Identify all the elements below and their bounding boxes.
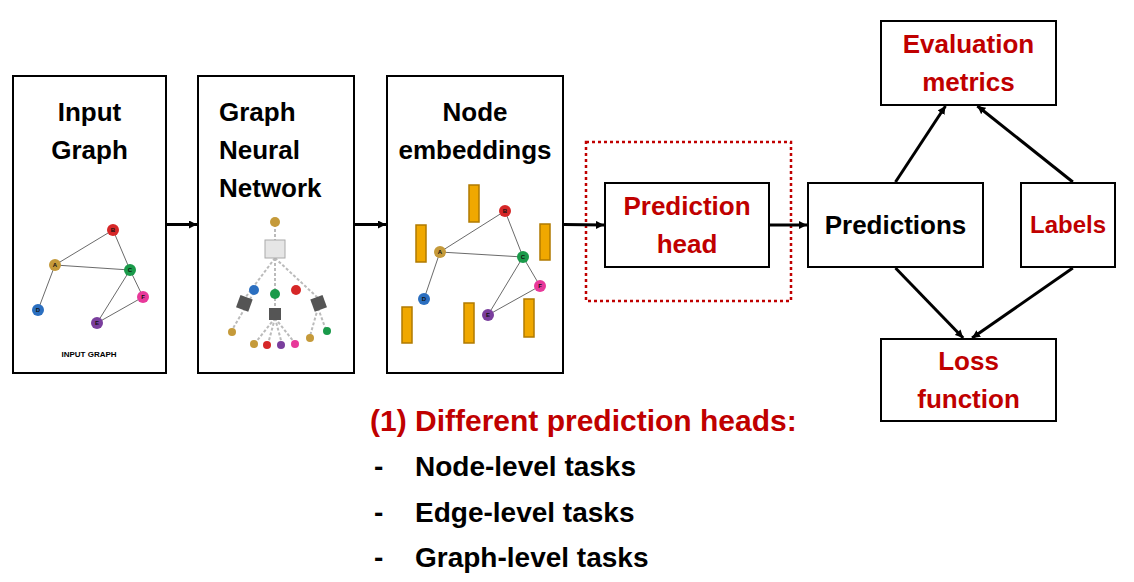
embedding-graph-edges [424, 211, 540, 315]
process-box: Node embeddings [386, 75, 564, 374]
bullet-item: Edge-level tasks [415, 496, 634, 530]
graph-node-letter: D [418, 293, 430, 305]
graph-node-letter: D [32, 304, 44, 316]
arrow-connector [564, 223, 604, 227]
box-label: Evaluation metrics [890, 25, 1047, 101]
bullet-dash: - [374, 450, 383, 484]
bullet-item: Node-level tasks [415, 450, 636, 484]
box-label: Predictions [817, 206, 974, 244]
box-label: Input Graph [22, 93, 157, 169]
arrow-connector [896, 268, 964, 338]
input-graph-nodes [32, 224, 149, 329]
gnn-tree-nodes [228, 217, 331, 349]
process-box: Prediction head [604, 182, 770, 268]
embedding-vectors [402, 185, 550, 343]
process-box: Input Graph [12, 75, 167, 374]
gnn-tree-edges [232, 224, 326, 344]
process-box: Evaluation metrics [880, 20, 1057, 106]
graph-node-letter: B [107, 224, 119, 236]
process-box: Labels [1020, 182, 1116, 268]
box-label: Labels [1030, 206, 1106, 244]
arrow-connector [167, 223, 197, 226]
graph-node-letter: C [517, 251, 529, 263]
box-label: Node embeddings [396, 93, 554, 169]
bullet-dash: - [374, 496, 383, 530]
graph-node-letter: E [91, 317, 103, 329]
bullet-item: Graph-level tasks [415, 541, 648, 575]
arrow-connector [896, 106, 946, 182]
arrow-connector [977, 106, 1072, 182]
graph-node-letter: F [534, 280, 546, 292]
dotted-region [586, 142, 791, 301]
graph-node-letter: A [49, 259, 61, 271]
illustration-caption: INPUT GRAPH [61, 350, 116, 360]
input-graph-edges [38, 230, 143, 323]
process-box: Predictions [807, 182, 984, 268]
graph-node-letter: A [434, 246, 446, 258]
arrow-connector [972, 268, 1073, 338]
section-heading: (1) Different prediction heads: [370, 403, 797, 439]
graph-node-letter: E [482, 309, 494, 321]
arrow-connector [770, 224, 807, 227]
process-box: Graph Neural Network [197, 75, 355, 374]
graph-node-letter: B [499, 205, 511, 217]
arrow-connector [355, 223, 386, 226]
bullet-dash: - [374, 541, 383, 575]
box-label: Prediction head [614, 187, 760, 263]
box-label: Loss function [890, 342, 1047, 418]
graph-node-letter: F [137, 291, 149, 303]
process-box: Loss function [880, 338, 1057, 422]
box-label: Graph Neural Network [207, 93, 345, 207]
graph-node-letter: C [124, 264, 136, 276]
